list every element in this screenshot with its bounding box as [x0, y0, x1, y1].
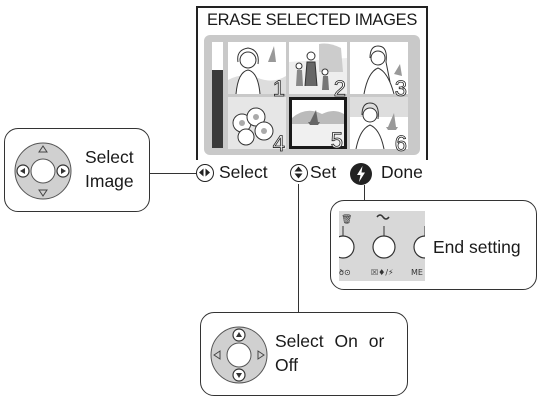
connector-line-set [298, 184, 300, 314]
thumbnail-grid: 1 2 3 [204, 35, 420, 155]
lcd-screen: ERASE SELECTED IMAGES 1 [196, 6, 428, 186]
callout-end-setting-label: End setting [433, 237, 521, 257]
thumbnail-1[interactable]: 1 [228, 42, 286, 100]
svg-text:☒♦/⚡: ☒♦/⚡ [371, 268, 394, 277]
thumbnail-number: 1 [272, 76, 285, 101]
svg-text:ծ⊙: ծ⊙ [339, 268, 351, 277]
thumbnail-5-selected[interactable]: 5 [289, 97, 347, 153]
callout-select-image-line1: Select [85, 147, 134, 167]
left-right-arrows-icon [196, 164, 214, 182]
camera-buttons-panel-icon: 🗑 ծ⊙ ☒♦/⚡ ME [339, 211, 425, 281]
svg-text:ME: ME [411, 268, 423, 277]
connector-line-select [150, 173, 196, 175]
thumbnail-4[interactable]: 4 [228, 97, 286, 155]
hint-done: Done [381, 162, 423, 182]
thumbnail-number: 3 [394, 76, 407, 101]
callout-select-image: Select Image [4, 128, 150, 212]
connector-line-done [364, 185, 366, 209]
callout-select-on-off-line1: Select On or [275, 331, 385, 351]
thumbnail-number: 2 [333, 76, 346, 101]
multi-selector-left-right-icon [14, 142, 72, 200]
scrollbar[interactable] [212, 42, 223, 148]
thumbnail-number: 6 [394, 131, 407, 156]
thumbnail-6[interactable]: 6 [350, 97, 408, 155]
thumbnail-number: 5 [330, 128, 343, 153]
callout-select-on-off: Select On or Off [200, 312, 408, 396]
multi-selector-up-down-icon [210, 326, 268, 384]
thumbnail-2[interactable]: 2 [289, 42, 347, 100]
flash-button-icon [350, 163, 372, 185]
hint-set: Set [310, 162, 337, 182]
scrollbar-thumb[interactable] [212, 70, 223, 148]
callout-select-image-line2: Image [85, 171, 134, 191]
svg-text:🗑: 🗑 [341, 214, 352, 225]
thumbnail-number: 4 [272, 131, 285, 156]
up-down-arrows-icon [290, 164, 308, 182]
thumbnail-3[interactable]: 3 [350, 42, 408, 100]
hint-select: Select [219, 162, 268, 182]
callout-select-on-off-line2: Off [275, 355, 299, 375]
hint-bar: Select Set Done [193, 160, 433, 188]
screen-title: ERASE SELECTED IMAGES [206, 11, 418, 29]
callout-end-setting: 🗑 ծ⊙ ☒♦/⚡ ME End setting [330, 200, 537, 290]
